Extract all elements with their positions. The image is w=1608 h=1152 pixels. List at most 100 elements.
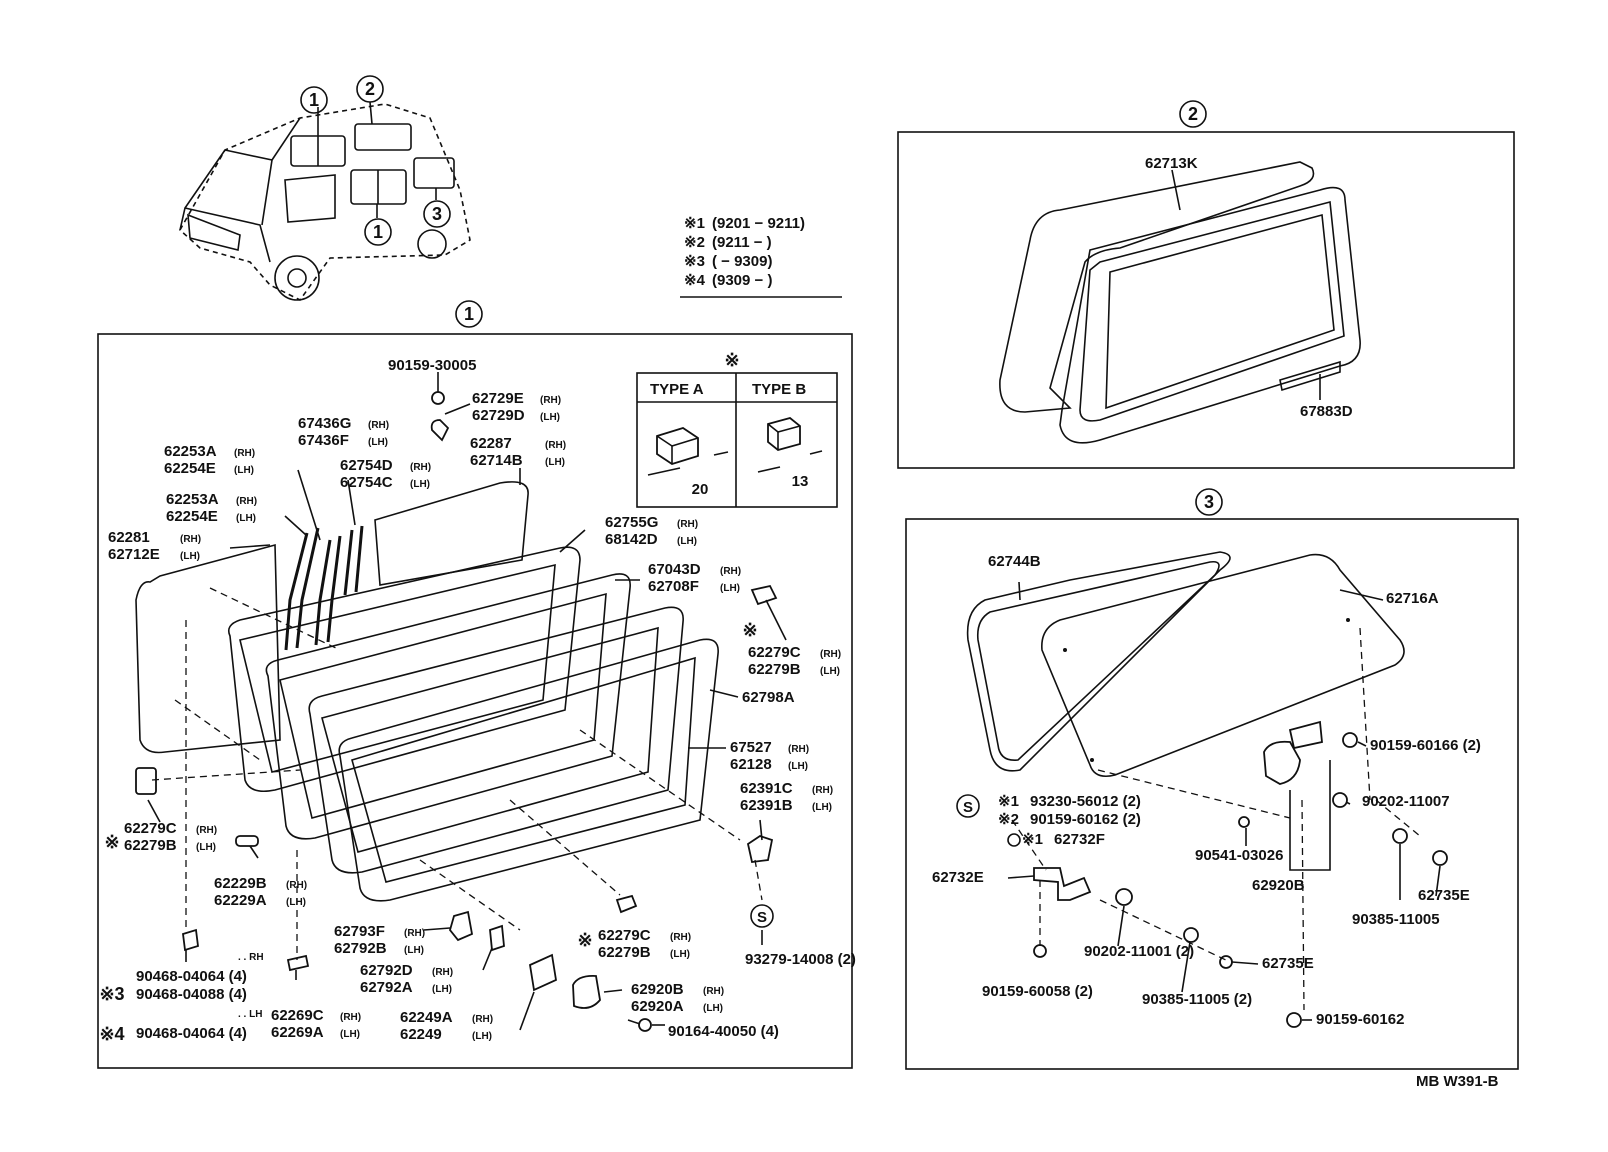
legend-range-4: (9309 − ) xyxy=(712,272,772,289)
label-62712E: 62712E xyxy=(108,546,160,563)
label-90159-60058: 90159-60058 (2) xyxy=(982,983,1093,1000)
suffix-rh: (RH) xyxy=(812,785,833,796)
vehicle-callout-1-side: 1 xyxy=(373,222,383,242)
label-62716A: 62716A xyxy=(1386,590,1439,607)
label-62755G: 62755G xyxy=(605,514,658,531)
label-62128: 62128 xyxy=(730,756,772,773)
asterisk-mark: ※ xyxy=(104,832,119,852)
label-62287: 62287 xyxy=(470,435,512,452)
vehicle-callout-1-top: 1 xyxy=(309,90,319,110)
label-62798A: 62798A xyxy=(742,689,795,706)
asterisk-mark: ※ xyxy=(742,620,757,640)
label-62735E-right: 62735E xyxy=(1418,887,1470,904)
type-inset: ※ TYPE A TYPE B 20 13 xyxy=(636,350,838,508)
suffix-lh: (LH) xyxy=(340,1029,360,1040)
suffix-rh: (RH) xyxy=(180,534,201,545)
label-62792A: 62792A xyxy=(360,979,413,996)
suffix-rh: (RH) xyxy=(472,1014,493,1025)
label-93279-14008: 93279-14008 (2) xyxy=(745,951,856,968)
label-62920B-p1: 62920B xyxy=(631,981,684,998)
legend-mark-2: ※2 xyxy=(684,234,705,251)
label-62744B: 62744B xyxy=(988,553,1041,570)
label-62229A: 62229A xyxy=(214,892,267,909)
suffix-rh: (RH) xyxy=(234,448,255,459)
legend-mark-3: ※3 xyxy=(684,253,705,270)
diagram-code: MB W391-B xyxy=(1416,1073,1499,1090)
suffix-rh: (RH) xyxy=(720,566,741,577)
label-67043D: 67043D xyxy=(648,561,701,578)
label-62754D: 62754D xyxy=(340,457,393,474)
suffix-rh: (RH) xyxy=(196,825,217,836)
label-90541-03026: 90541-03026 xyxy=(1195,847,1283,864)
label-90385-11005-right: 90385-11005 xyxy=(1352,911,1440,928)
label-62253A-mid: 62253A xyxy=(166,491,219,508)
suffix-lh: (LH) xyxy=(820,666,840,677)
panel-1-frame xyxy=(97,333,853,1069)
suffix-lh: (LH) xyxy=(788,761,808,772)
suffix-lh: (LH) xyxy=(236,513,256,524)
suffix-lh: (LH) xyxy=(432,984,452,995)
mark-4: ※4 xyxy=(99,1024,124,1044)
label-67883D: 67883D xyxy=(1300,403,1353,420)
label-62391B: 62391B xyxy=(740,797,793,814)
asterisk-mark: ※ xyxy=(577,930,592,950)
suffix-lh: (LH) xyxy=(286,897,306,908)
suffix-lh: (LH) xyxy=(404,945,424,956)
suffix-rh: (RH) xyxy=(410,462,431,473)
label-62249A: 62249A xyxy=(400,1009,453,1026)
suffix-rh: (RH) xyxy=(670,932,691,943)
label-90202-11001: 90202-11001 (2) xyxy=(1084,943,1194,960)
suffix-lh: (LH) xyxy=(540,412,560,423)
date-range-legend: ※1 (9201 − 9211) ※2 (9211 − ) ※3 ( − 930… xyxy=(680,215,842,298)
suffix-rh: (RH) xyxy=(540,395,561,406)
suffix-rh: (RH) xyxy=(432,967,453,978)
s-callout-panel3: S xyxy=(963,799,973,816)
label-62281: 62281 xyxy=(108,529,150,546)
label-62732F: 62732F xyxy=(1054,831,1105,848)
suffix-lh: (LH) xyxy=(720,583,740,594)
suffix-lh: (LH) xyxy=(703,1003,723,1014)
label-67527: 67527 xyxy=(730,739,772,756)
panel-3-labels: 62744B 62716A 90159-60166 (2) 90202-1100… xyxy=(932,553,1481,1028)
mark-1-a: ※1 xyxy=(998,793,1019,810)
type-a-label: TYPE A xyxy=(650,381,704,398)
label-62279B-right: 62279B xyxy=(748,661,801,678)
label-62254E-top: 62254E xyxy=(164,460,216,477)
vehicle-illustration: 1 2 1 3 xyxy=(178,75,471,302)
label-62391C: 62391C xyxy=(740,780,793,797)
mark-3: ※3 xyxy=(99,984,124,1004)
label-62735E-bottom: 62735E xyxy=(1262,955,1314,972)
panel-1-callout: 1 xyxy=(464,304,474,324)
suffix-rh: (RH) xyxy=(404,928,425,939)
suffix-lh: (LH) xyxy=(545,457,565,468)
panel-2-frame xyxy=(897,131,1515,469)
vehicle-callout-2: 2 xyxy=(365,79,375,99)
label-62229B: 62229B xyxy=(214,875,267,892)
label-62708F: 62708F xyxy=(648,578,699,595)
suffix-lh: (LH) xyxy=(196,842,216,853)
label-67436F: 67436F xyxy=(298,432,349,449)
suffix-rh-plain: . . RH xyxy=(238,952,264,963)
label-62754C: 62754C xyxy=(340,474,393,491)
mark-1-b: ※1 xyxy=(1022,831,1043,848)
label-90202-11007: 90202-11007 xyxy=(1362,793,1450,810)
type-inset-mark: ※ xyxy=(724,350,739,370)
label-62249: 62249 xyxy=(400,1026,442,1043)
label-62792B: 62792B xyxy=(334,940,387,957)
s-callout-panel1: S xyxy=(757,909,767,926)
label-90468-04088: 90468-04088 (4) xyxy=(136,986,247,1003)
label-62254E-mid: 62254E xyxy=(166,508,218,525)
suffix-lh-plain: . . LH xyxy=(238,1009,262,1020)
suffix-lh: (LH) xyxy=(812,802,832,813)
label-62269C: 62269C xyxy=(271,1007,324,1024)
suffix-lh: (LH) xyxy=(472,1031,492,1042)
label-90159-60162: 90159-60162 xyxy=(1316,1011,1404,1028)
panel-3-parts xyxy=(966,551,1448,1028)
label-90468-04064-a: 90468-04064 (4) xyxy=(136,968,247,985)
vehicle-callout-3: 3 xyxy=(432,204,442,224)
label-62279B-bottom: 62279B xyxy=(598,944,651,961)
label-93230-56012: 93230-56012 (2) xyxy=(1030,793,1141,810)
legend-mark-4: ※4 xyxy=(684,272,706,289)
legend-range-3: ( − 9309) xyxy=(712,253,772,270)
legend-mark-1: ※1 xyxy=(684,215,705,232)
